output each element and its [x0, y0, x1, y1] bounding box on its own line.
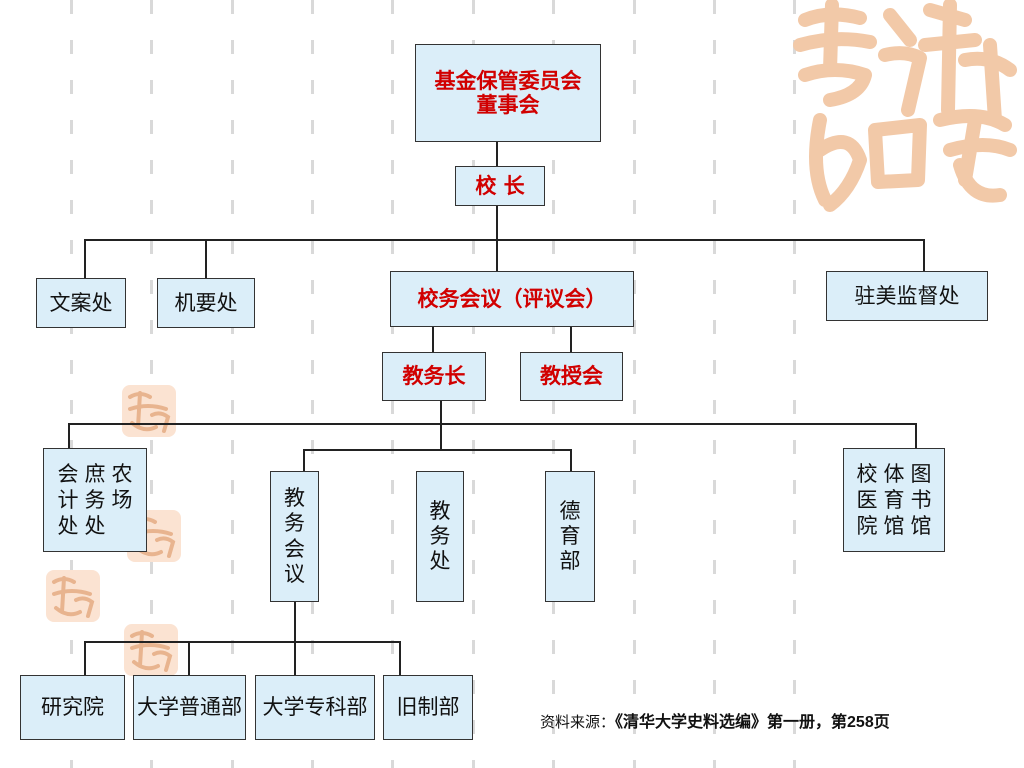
- source-prefix: 资料来源：: [540, 715, 616, 731]
- calligraphy-decoration: [793, 0, 1017, 212]
- academic-office-box: 教 务 处: [416, 471, 464, 602]
- old-system-box: 旧制部: [383, 675, 473, 740]
- facilities-box: 校 医 院 体 育 馆 图 书 馆: [843, 448, 945, 552]
- board-box: 基金保管委员会 董事会: [415, 44, 601, 142]
- academic-council-box: 教 务 会 议: [270, 471, 319, 602]
- seal-decoration: [122, 385, 176, 437]
- source-note: 资料来源：《清华大学史料选编》第一册，第258页: [540, 708, 890, 732]
- seal-decoration: [124, 624, 178, 676]
- admin-offices-label: 会 计 处 庶 务 处 农 场: [57, 461, 133, 539]
- faculty-council-box: 教授会: [520, 352, 623, 401]
- source-citation: 《清华大学史料选编》第一册，第258页: [615, 714, 890, 731]
- undergrad-general-box: 大学普通部: [133, 675, 246, 740]
- dean-box: 教务长: [382, 352, 486, 401]
- jiyao-box: 机要处: [157, 278, 255, 328]
- moral-education-box: 德 育 部: [545, 471, 595, 602]
- board-subtitle: 董事会: [476, 92, 540, 117]
- president-box: 校 长: [455, 166, 545, 206]
- seal-decoration: [46, 570, 100, 622]
- facilities-label: 校 医 院 体 育 馆 图 书 馆: [856, 461, 932, 539]
- undergrad-specialty-box: 大学专科部: [255, 675, 375, 740]
- council-box: 校务会议（评议会）: [390, 271, 634, 327]
- board-title: 基金保管委员会: [434, 67, 582, 93]
- graduate-school-box: 研究院: [20, 675, 125, 740]
- wenan-box: 文案处: [36, 278, 126, 328]
- admin-offices-box: 会 计 处 庶 务 处 农 场: [43, 448, 147, 552]
- us-supervision-box: 驻美监督处: [826, 271, 988, 321]
